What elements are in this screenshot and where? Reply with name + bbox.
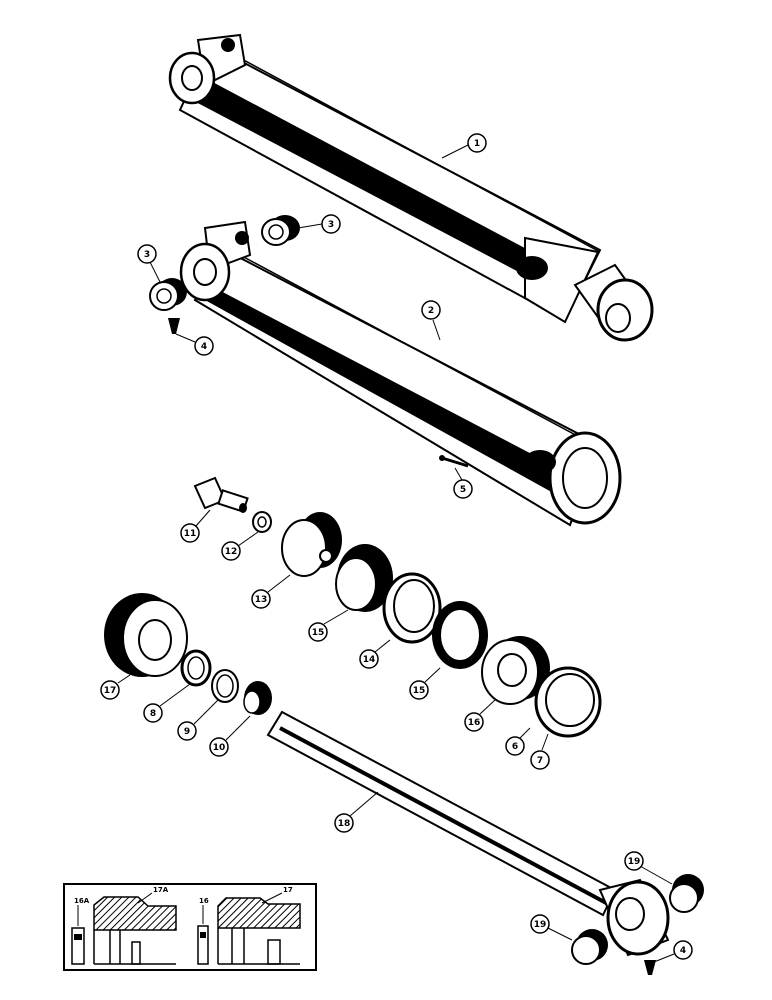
callout-label: 7 (537, 756, 543, 766)
grease-fitting-4-upper (168, 318, 180, 334)
callout-3-left: 3 (137, 244, 161, 283)
fitting-5 (439, 455, 469, 468)
cylinder-2 (179, 220, 622, 527)
callout-label: 14 (363, 655, 376, 665)
callout-label: 19 (534, 920, 547, 930)
callout-2: 2 (421, 300, 441, 341)
ring-9 (211, 669, 239, 703)
ring-8 (180, 649, 212, 687)
callout-11: 11 (180, 509, 211, 543)
inset-cross-section: 16A 17A 16 17 (63, 883, 317, 971)
callout-label: 13 (255, 595, 268, 605)
seal-15-left (335, 544, 393, 612)
piston-16 (481, 636, 550, 705)
callout-label: 16 (468, 718, 481, 728)
callout-3-upper: 3 (297, 214, 341, 234)
callout-label: 4 (201, 342, 207, 352)
callout-label: 19 (628, 857, 641, 867)
inset-left-section: 16A 17A (71, 886, 177, 965)
bushing-19-right (669, 874, 704, 913)
callout-label: 15 (413, 686, 426, 696)
callout-7: 7 (530, 733, 550, 770)
callout-6-right: 6 (505, 727, 531, 756)
callout-label: 15 (312, 628, 325, 638)
callout-label: 18 (338, 819, 351, 829)
inset-label-17a: 17A (153, 886, 169, 894)
seal-15-right (432, 601, 488, 669)
callout-label: 4 (680, 946, 686, 956)
callout-label: 5 (460, 485, 466, 495)
callout-15-left: 15 (308, 609, 349, 642)
inset-label-16: 16 (199, 897, 209, 905)
bushing-3-upper (261, 215, 300, 246)
rod-18 (266, 710, 670, 957)
callout-label: 11 (184, 529, 197, 539)
washer-12 (252, 511, 272, 533)
callout-4-upper: 4 (175, 333, 214, 356)
bolt-11 (193, 476, 249, 513)
callout-5: 5 (453, 467, 473, 499)
inset-label-16a: 16A (74, 897, 90, 905)
callout-18: 18 (334, 791, 379, 833)
nut-10 (243, 681, 272, 715)
callout-label: 9 (184, 727, 190, 737)
callout-19-right: 19 (624, 851, 673, 885)
ring-6-7 (534, 666, 602, 738)
callout-19-left: 19 (530, 914, 573, 941)
callout-label: 10 (213, 743, 226, 753)
callout-14: 14 (359, 639, 391, 669)
callout-16: 16 (464, 699, 496, 732)
ring-14 (382, 572, 442, 644)
bushing-3-left (149, 278, 187, 311)
callout-label: 8 (150, 709, 156, 719)
gland-13 (281, 512, 342, 577)
cylinder-1 (168, 33, 654, 342)
callout-label: 3 (144, 250, 150, 260)
callout-8: 8 (143, 683, 191, 723)
callout-4-lower: 4 (653, 940, 693, 963)
callout-13: 13 (251, 574, 291, 609)
callout-9: 9 (177, 699, 219, 741)
callout-label: 6 (512, 742, 518, 752)
callout-label: 17 (104, 686, 117, 696)
callout-12: 12 (221, 531, 259, 561)
callout-1: 1 (441, 133, 487, 159)
inset-right-section: 16 17 (197, 886, 301, 965)
inset-label-17: 17 (283, 886, 293, 894)
callout-15-right: 15 (409, 667, 441, 700)
callout-17: 17 (100, 674, 131, 700)
grease-fitting-4-lower (644, 960, 656, 975)
head-17 (104, 593, 188, 677)
callout-label: 1 (474, 139, 480, 149)
callout-label: 12 (225, 547, 238, 557)
callout-label: 3 (328, 220, 334, 230)
callout-label: 2 (428, 306, 434, 316)
callout-10: 10 (209, 715, 251, 757)
bushing-19-left (571, 929, 608, 965)
